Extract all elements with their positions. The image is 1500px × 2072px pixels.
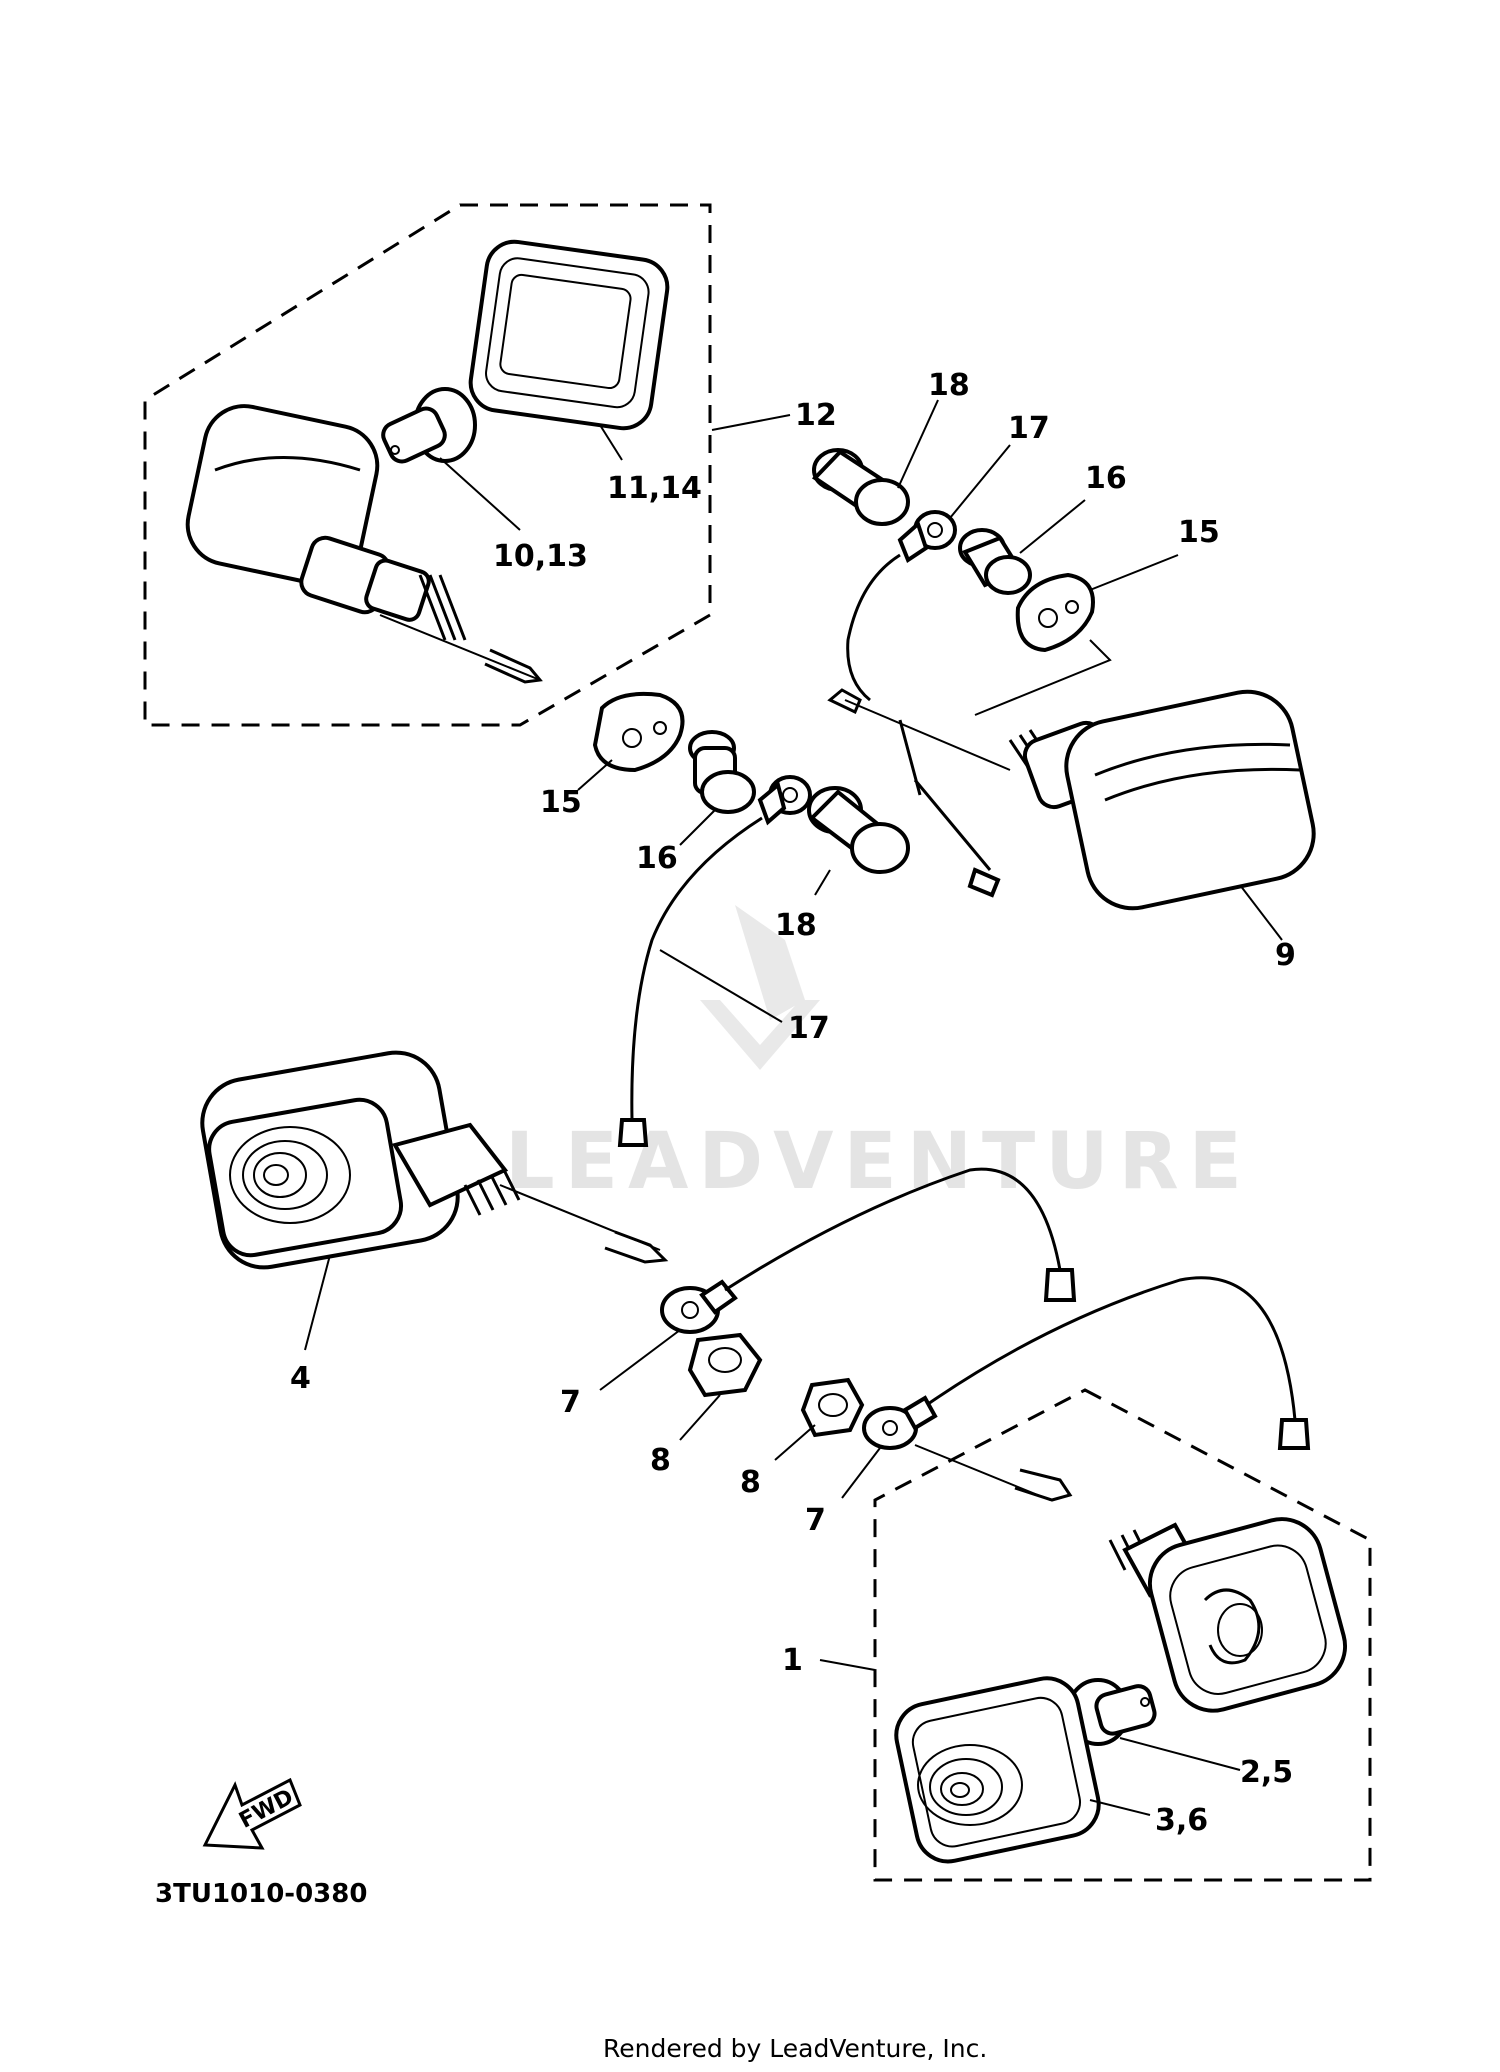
diagram-code: 3TU1010-0380 [155, 1879, 367, 1909]
callout-8-right: 8 [740, 1465, 761, 1500]
callout-15-left: 15 [540, 785, 582, 820]
callout-9: 9 [1275, 938, 1296, 973]
ground-wire-7-left [660, 1167, 1077, 1334]
callout-7-left: 7 [560, 1385, 581, 1420]
callout-4: 4 [290, 1361, 311, 1396]
turn-signal-housing-4 [200, 1050, 669, 1270]
callout-18-left: 18 [775, 908, 817, 943]
turn-signal-housing-12 [185, 404, 543, 684]
callout-1: 1 [782, 1643, 803, 1678]
ground-wire-17-left [617, 775, 812, 1147]
turn-signal-housing-9 [827, 688, 1316, 911]
nut-8-right [800, 1377, 865, 1438]
callout-8-left: 8 [650, 1443, 671, 1478]
turn-signal-housing-1 [914, 1444, 1348, 1713]
rendered-by-footer: Rendered by LeadVenture, Inc. [603, 2034, 987, 2063]
ground-wire-7-right [862, 1276, 1311, 1450]
callout-11-14: 11,14 [607, 471, 702, 506]
grommet-plate-15-left [592, 691, 685, 773]
callout-2-5: 2,5 [1240, 1755, 1293, 1790]
callout-17-left: 17 [788, 1011, 830, 1046]
callout-3-6: 3,6 [1155, 1803, 1208, 1838]
assembly-boundary-1 [873, 1388, 1372, 1882]
ground-wire-17-right [846, 510, 957, 702]
callout-16-left: 16 [636, 841, 678, 876]
callout-15-right: 15 [1178, 515, 1220, 550]
grommet-plate-15-right [1015, 572, 1095, 653]
collar-16-left [688, 730, 756, 814]
callout-18-right: 18 [928, 368, 970, 403]
fwd-arrow-icon: FWD [202, 1777, 302, 1850]
spacer-18-left [807, 786, 910, 874]
callout-12: 12 [795, 398, 837, 433]
collar-16-right [958, 528, 1032, 595]
bulb-10-13 [381, 387, 477, 464]
lens-3-6 [894, 1676, 1101, 1864]
watermark-text: LEADVENTURE [505, 1117, 1252, 1207]
callout-10-13: 10,13 [493, 539, 588, 574]
assembly-boundary-12 [143, 203, 712, 727]
watermark-logo: LEADVENTURE [505, 905, 1252, 1207]
callout-7-right: 7 [805, 1503, 826, 1538]
lens-11-14 [468, 239, 670, 431]
callout-16-right: 16 [1085, 461, 1127, 496]
nut-8-left [687, 1332, 763, 1398]
callout-17-right: 17 [1008, 411, 1050, 446]
spacer-18-right [811, 448, 910, 526]
